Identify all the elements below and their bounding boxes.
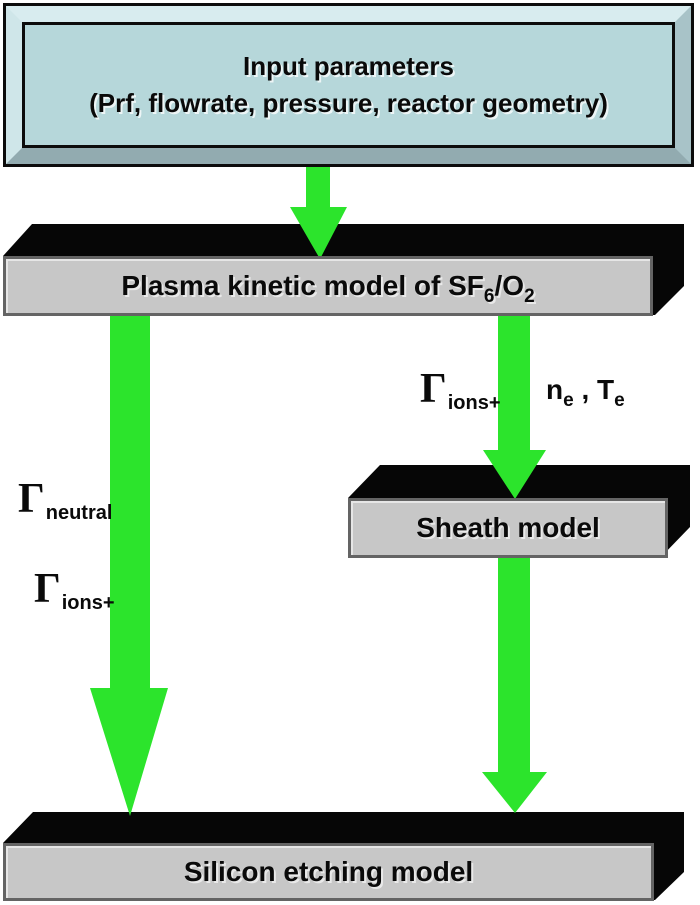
- silicon-etching-model-box: Silicon etching model: [3, 843, 654, 901]
- sheath-model-box: Sheath model: [348, 498, 668, 558]
- gamma-neutral-subscript: neutral: [45, 502, 113, 524]
- gamma-neutral-symbol: Γ: [18, 476, 45, 522]
- input-parameters-box: Input parameters (Prf, flowrate, pressur…: [3, 3, 694, 167]
- gamma-neutral-label: Γneutral: [18, 476, 112, 524]
- input-parameters-title: Input parameters: [243, 51, 454, 81]
- plasma-kinetic-model-box: Plasma kinetic model of SF6/O2: [3, 256, 653, 316]
- plasma-label-subscript-2: 2: [524, 286, 535, 307]
- arrow-plasma-to-sheath: [483, 313, 546, 499]
- plasma-box-label: Plasma kinetic model of SF6/O2: [121, 270, 534, 307]
- electron-density-temperature-label: ne , Te: [546, 374, 625, 411]
- etching-box-label: Silicon etching model: [183, 856, 474, 887]
- arrow-sheath-to-etching: [482, 555, 547, 813]
- gamma-ions-right-symbol: Γ: [420, 366, 447, 412]
- input-parameters-panel: Input parameters (Prf, flowrate, pressur…: [22, 22, 675, 148]
- gamma-ions-right-label: Γions+: [420, 366, 501, 414]
- electron-density-subscript: e: [563, 390, 574, 411]
- ne-te-comma: ,: [573, 374, 598, 405]
- input-parameters-subtitle: (Prf, flowrate, pressure, reactor geomet…: [89, 88, 608, 118]
- input-parameters-bevel-frame: Input parameters (Prf, flowrate, pressur…: [6, 6, 691, 164]
- plasma-label-prefix: Plasma kinetic model of SF: [121, 270, 484, 301]
- gamma-ions-left-symbol: Γ: [34, 566, 61, 612]
- arrow-input-to-plasma: [290, 166, 347, 259]
- sheath-box-label: Sheath model: [416, 512, 600, 543]
- plasma-label-mid: /O: [494, 270, 525, 301]
- electron-temperature-symbol: T: [597, 374, 615, 405]
- plasma-label-subscript-6: 6: [483, 286, 495, 307]
- electron-temperature-subscript: e: [614, 390, 625, 411]
- gamma-ions-left-subscript: ions+: [61, 592, 115, 614]
- gamma-ions-left-label: Γions+: [34, 566, 115, 614]
- arrow-plasma-to-etching: [90, 313, 168, 816]
- electron-density-symbol: n: [546, 374, 564, 405]
- gamma-ions-right-subscript: ions+: [447, 392, 501, 414]
